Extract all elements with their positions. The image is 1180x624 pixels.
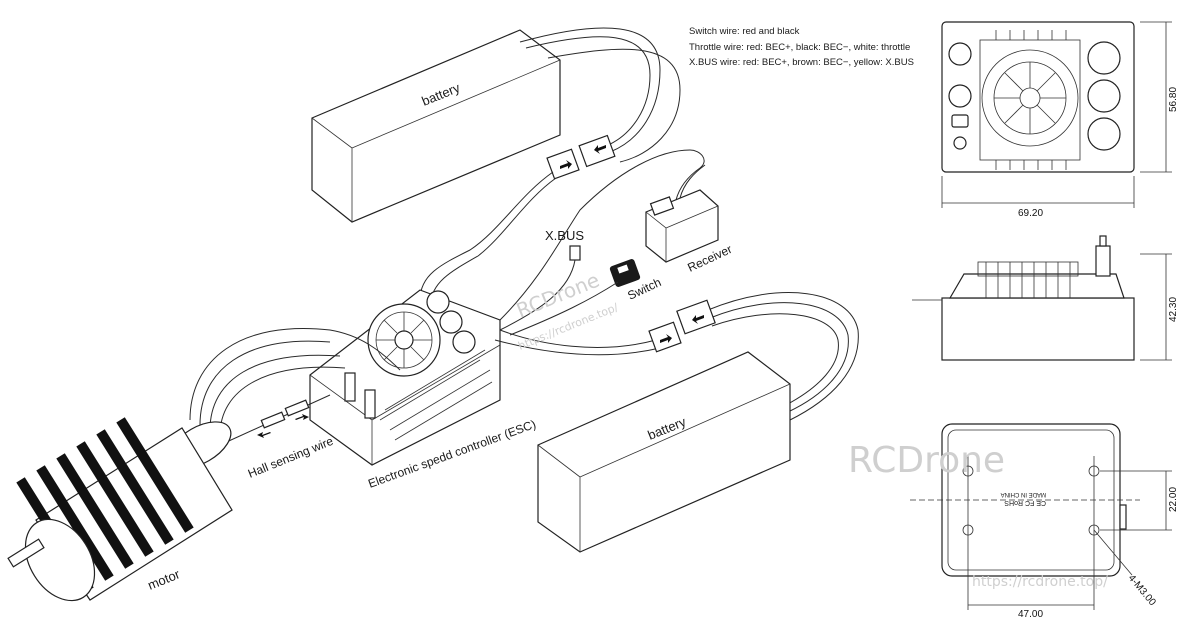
- esc-capacitors: [426, 290, 476, 354]
- dim-height-top: 56.80: [1168, 87, 1179, 112]
- battery-bottom-wires: [494, 292, 859, 421]
- note-switch: Switch wire: red and black: [689, 26, 800, 37]
- xbus-connector: X.BUS: [499, 228, 584, 331]
- dim-hole-vertical: 22.00: [1168, 487, 1179, 512]
- hall-label: Hall sensing wire: [246, 434, 336, 481]
- wire-notes: Switch wire: red and black Throttle wire…: [689, 26, 914, 68]
- arrow-right-icon: [560, 160, 572, 169]
- watermark-url: https://rcdrone.top/: [972, 574, 1108, 590]
- bottom-view-drawing: MADE IN CHINA CE FC RoHS 22.00 47.00 4-M…: [910, 423, 1179, 620]
- note-throttle: Throttle wire: red: BEC+, black: BEC−, w…: [689, 42, 910, 53]
- battery-bottom: battery: [537, 351, 791, 553]
- battery-connector-top: [546, 134, 616, 180]
- fan-icon: [367, 303, 441, 377]
- esc-top-power-wires: [419, 171, 557, 306]
- arrow-right-icon-2: [660, 334, 672, 343]
- motor-label: motor: [146, 566, 183, 593]
- watermark-brand: RCDrone: [848, 440, 1005, 481]
- arrow-right-icon-3: [295, 414, 309, 420]
- arrow-left-icon: [594, 145, 606, 154]
- battery-connector-bottom: [648, 299, 716, 353]
- arrow-left-icon-3: [257, 432, 271, 438]
- note-xbus: X.BUS wire: red: BEC+, brown: BEC−, yell…: [689, 57, 914, 68]
- motor-wires: [189, 328, 401, 436]
- battery-top: battery: [311, 29, 561, 223]
- side-view-drawing: 42.30: [912, 235, 1179, 361]
- dim-screw: 4-M3.00: [1126, 573, 1158, 609]
- plate-made-in: MADE IN CHINA: [1001, 491, 1046, 497]
- dim-hole-horizontal: 47.00: [1018, 609, 1043, 620]
- esc-heatsink-fins: [379, 349, 493, 441]
- motor: motor: [7, 417, 233, 602]
- top-view-drawing: 69.20 56.80: [941, 21, 1179, 219]
- xbus-label: X.BUS: [545, 228, 584, 243]
- dim-height-side: 42.30: [1168, 297, 1179, 322]
- arrow-left-icon-2: [692, 315, 704, 324]
- plate-cert: CE FC RoHS: [1004, 499, 1046, 506]
- esc: Electronic spedd controller (ESC): [309, 289, 538, 491]
- battery-top-wires: [519, 27, 681, 163]
- dim-width-top: 69.20: [1018, 208, 1043, 219]
